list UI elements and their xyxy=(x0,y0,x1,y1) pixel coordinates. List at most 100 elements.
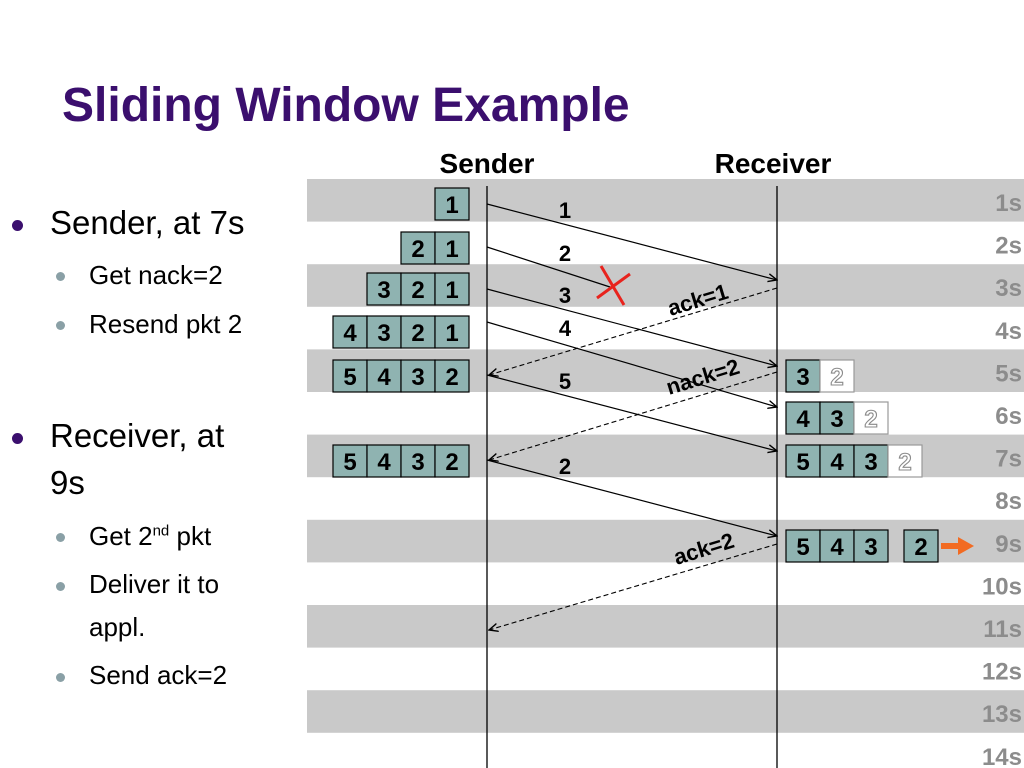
sender-window-cell-number: 5 xyxy=(343,449,356,476)
sender-window-cell xyxy=(434,187,470,221)
receiver-bullet-item: Get 2nd pkt xyxy=(89,521,211,552)
receiver-buffer-cell-number: 3 xyxy=(830,406,843,433)
sender-window-cell xyxy=(366,359,402,393)
sender-window-cell-number: 5 xyxy=(343,364,356,391)
sender-header: Sender xyxy=(440,148,535,179)
time-label: 12s xyxy=(982,659,1022,686)
receiver-buffer-cell-number: 5 xyxy=(796,534,809,561)
receiver-bullet-heading: 9s xyxy=(50,464,85,501)
bullet-dot-icon xyxy=(12,220,23,231)
sender-window-cell xyxy=(434,272,470,306)
packet-arrow xyxy=(486,203,777,280)
sender-window-cell-number: 3 xyxy=(377,320,390,347)
packet-arrow xyxy=(486,321,777,407)
sender-window-cell xyxy=(332,444,368,478)
packet-label: 1 xyxy=(559,198,571,223)
sender-window-cell xyxy=(366,272,402,306)
time-label: 14s xyxy=(982,744,1022,768)
receiver-buffer-cell-number: 5 xyxy=(796,449,809,476)
sender-window-cell xyxy=(400,444,436,478)
receiver-buffer-cell-number: 3 xyxy=(796,364,809,391)
sender-window-cell xyxy=(332,359,368,393)
packet-label: 2 xyxy=(559,454,571,479)
sender-window-cell-number: 2 xyxy=(411,236,424,263)
packet-label: 5 xyxy=(559,369,571,394)
ack-arrow xyxy=(489,287,778,375)
bullet-dot-icon xyxy=(12,433,23,444)
receiver-header: Receiver xyxy=(715,148,832,179)
sender-window-cell-number: 1 xyxy=(445,192,458,219)
sender-window-cell-number: 4 xyxy=(377,364,391,391)
sender-window-cell xyxy=(400,315,436,349)
packet-label: 4 xyxy=(559,316,572,341)
sender-window-cell-number: 4 xyxy=(343,320,357,347)
x-mark-icon-stroke xyxy=(596,272,631,300)
packet-label: 3 xyxy=(559,283,571,308)
sender-window-cell-number: 2 xyxy=(411,320,424,347)
sender-window-cell-number: 2 xyxy=(445,449,458,476)
sender-window-cell xyxy=(434,444,470,478)
sender-window-cell xyxy=(434,359,470,393)
sub-bullet-dot-icon xyxy=(56,321,65,330)
time-label: 9s xyxy=(995,531,1022,558)
time-label: 2s xyxy=(995,233,1022,260)
time-label: 13s xyxy=(982,701,1022,728)
sender-window-cell-number: 3 xyxy=(411,449,424,476)
right-arrow-icon-head xyxy=(958,537,974,555)
sender-window-cell xyxy=(400,272,436,306)
receiver-buffer-cell xyxy=(819,359,855,393)
timeline-band xyxy=(307,179,1024,222)
slide-title: Sliding Window Example xyxy=(62,79,630,132)
sender-window-cell xyxy=(434,315,470,349)
receiver-buffer-cell xyxy=(819,529,855,563)
ordinal-suffix: nd xyxy=(152,522,170,540)
receiver-buffer-cell xyxy=(853,444,889,478)
packet-arrow xyxy=(486,246,611,288)
receiver-bullet-heading: Receiver, at xyxy=(50,417,225,454)
get-suffix-text: pkt xyxy=(169,521,212,551)
ack-arrow xyxy=(489,371,778,460)
receiver-bullet-item: Send ack=2 xyxy=(89,660,228,690)
receiver-buffer-cell xyxy=(853,529,889,563)
ack-arrow xyxy=(489,543,778,630)
sender-bullet-item: Resend pkt 2 xyxy=(89,309,243,339)
time-label: 10s xyxy=(982,573,1022,600)
sub-bullet-dot-icon xyxy=(56,673,65,682)
receiver-buffer-cell-number: 4 xyxy=(830,534,844,561)
packet-arrow xyxy=(486,288,777,366)
bullet-list: Sender, at 7s Get nack=2 Resend pkt 2 Re… xyxy=(0,0,310,768)
sender-bullet-heading: Sender, at 7s xyxy=(50,204,245,241)
sender-bullet-item: Get nack=2 xyxy=(89,260,223,290)
sender-window-cell-number: 1 xyxy=(445,277,458,304)
receiver-buffer-cell xyxy=(785,529,821,563)
receiver-bullet-item-continued: appl. xyxy=(89,612,146,642)
sender-window-cell xyxy=(400,231,436,265)
sub-bullet-dot-icon xyxy=(56,272,65,281)
timeline-band xyxy=(307,605,1024,648)
receiver-buffer-cell-number: 3 xyxy=(864,534,877,561)
time-label: 11s xyxy=(983,616,1022,643)
receiver-buffer-cell xyxy=(785,401,821,435)
sender-window-cell-number: 3 xyxy=(377,277,390,304)
time-label: 8s xyxy=(995,488,1022,515)
sub-bullet-dot-icon xyxy=(56,582,65,591)
time-label: 4s xyxy=(995,318,1022,345)
time-label: 5s xyxy=(995,360,1022,387)
time-label: 7s xyxy=(995,446,1022,473)
time-label: 3s xyxy=(995,275,1022,302)
receiver-bullet-item: Deliver it to xyxy=(89,569,220,599)
time-label: 1s xyxy=(995,190,1022,217)
sender-window-cell-number: 3 xyxy=(411,364,424,391)
sender-window-cell xyxy=(332,315,368,349)
sender-window-cell xyxy=(366,315,402,349)
sender-window-cell-number: 2 xyxy=(445,364,458,391)
receiver-buffer-cell xyxy=(887,444,923,478)
sender-window-cell-number: 1 xyxy=(445,320,458,347)
delivered-packet-cell-number: 2 xyxy=(914,534,927,561)
packet-arrow xyxy=(486,459,777,536)
receiver-buffer-cell-number: 3 xyxy=(864,449,877,476)
receiver-buffer-cell-number: 2 xyxy=(864,406,877,433)
delivered-packet-cell xyxy=(903,529,939,563)
packet-label: 2 xyxy=(559,241,571,266)
